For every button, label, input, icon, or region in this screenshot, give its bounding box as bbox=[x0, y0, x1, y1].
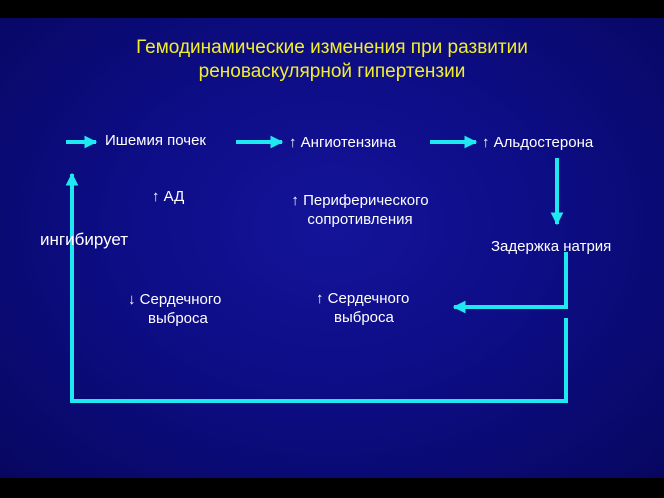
node-cardiac-output-increase-line-2: выброса bbox=[334, 309, 394, 326]
node-peripheral-resistance-line-1: ↑ Периферического bbox=[291, 192, 429, 209]
node-peripheral-resistance-line-2: сопротивления bbox=[307, 211, 413, 228]
node-cardiac-output-decrease: ↓ Сердечного выброса bbox=[128, 290, 221, 328]
slide-title-line-1: Гемодинамические изменения при развитии bbox=[136, 37, 528, 58]
node-cardiac-output-increase-line-1: ↑ Сердечного bbox=[316, 290, 410, 307]
node-peripheral-resistance: ↑ Периферического сопротивления bbox=[270, 191, 450, 229]
arrow-feedback-loop bbox=[65, 172, 568, 403]
arrow-sodium-to-cardiac-output bbox=[452, 252, 568, 314]
slide-title-line-2: реноваскулярной гипертензии bbox=[198, 61, 466, 82]
node-cardiac-output-decrease-line-2: выброса bbox=[148, 310, 208, 327]
node-cardiac-output-increase: ↑ Сердечного выброса bbox=[316, 289, 409, 327]
node-ischemia: Ишемия почек bbox=[105, 132, 206, 149]
node-sodium-retention: Задержка натрия bbox=[491, 238, 612, 255]
node-cardiac-output-decrease-line-1: ↓ Сердечного bbox=[128, 291, 222, 308]
node-aldosterone: ↑ Альдостерона bbox=[482, 134, 594, 151]
node-blood-pressure: ↑ АД bbox=[152, 188, 185, 205]
label-inhibits: ингибирует bbox=[40, 230, 129, 249]
node-angiotensin: ↑ Ангиотензина bbox=[289, 134, 397, 151]
